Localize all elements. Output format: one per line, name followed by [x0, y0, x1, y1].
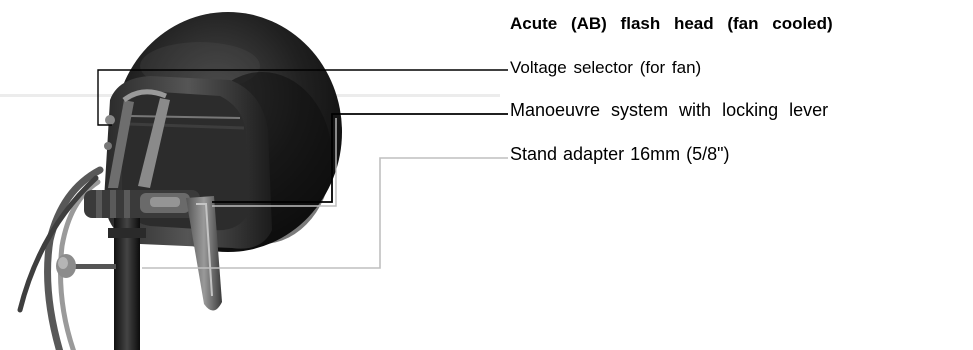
stand-adapter	[84, 190, 200, 218]
leader-line-voltage	[97, 69, 508, 126]
leader-line-manoeuvre	[212, 113, 508, 203]
leader-lines	[97, 69, 508, 269]
callout-voltage-selector: Voltage selector (for fan)	[510, 58, 702, 77]
callout-stand-adapter: Stand adapter 16mm (5/8")	[510, 144, 730, 164]
locking-lever	[186, 196, 222, 311]
fork-bracket	[108, 89, 170, 188]
stand-pole	[108, 200, 146, 350]
tension-knob	[56, 254, 116, 278]
leader-line-stand	[142, 157, 508, 269]
power-cables	[17, 166, 104, 350]
callout-manoeuvre-system: Manoeuvre system with locking lever	[510, 100, 829, 120]
document-title: Acute (AB) flash head (fan cooled)	[510, 14, 833, 33]
